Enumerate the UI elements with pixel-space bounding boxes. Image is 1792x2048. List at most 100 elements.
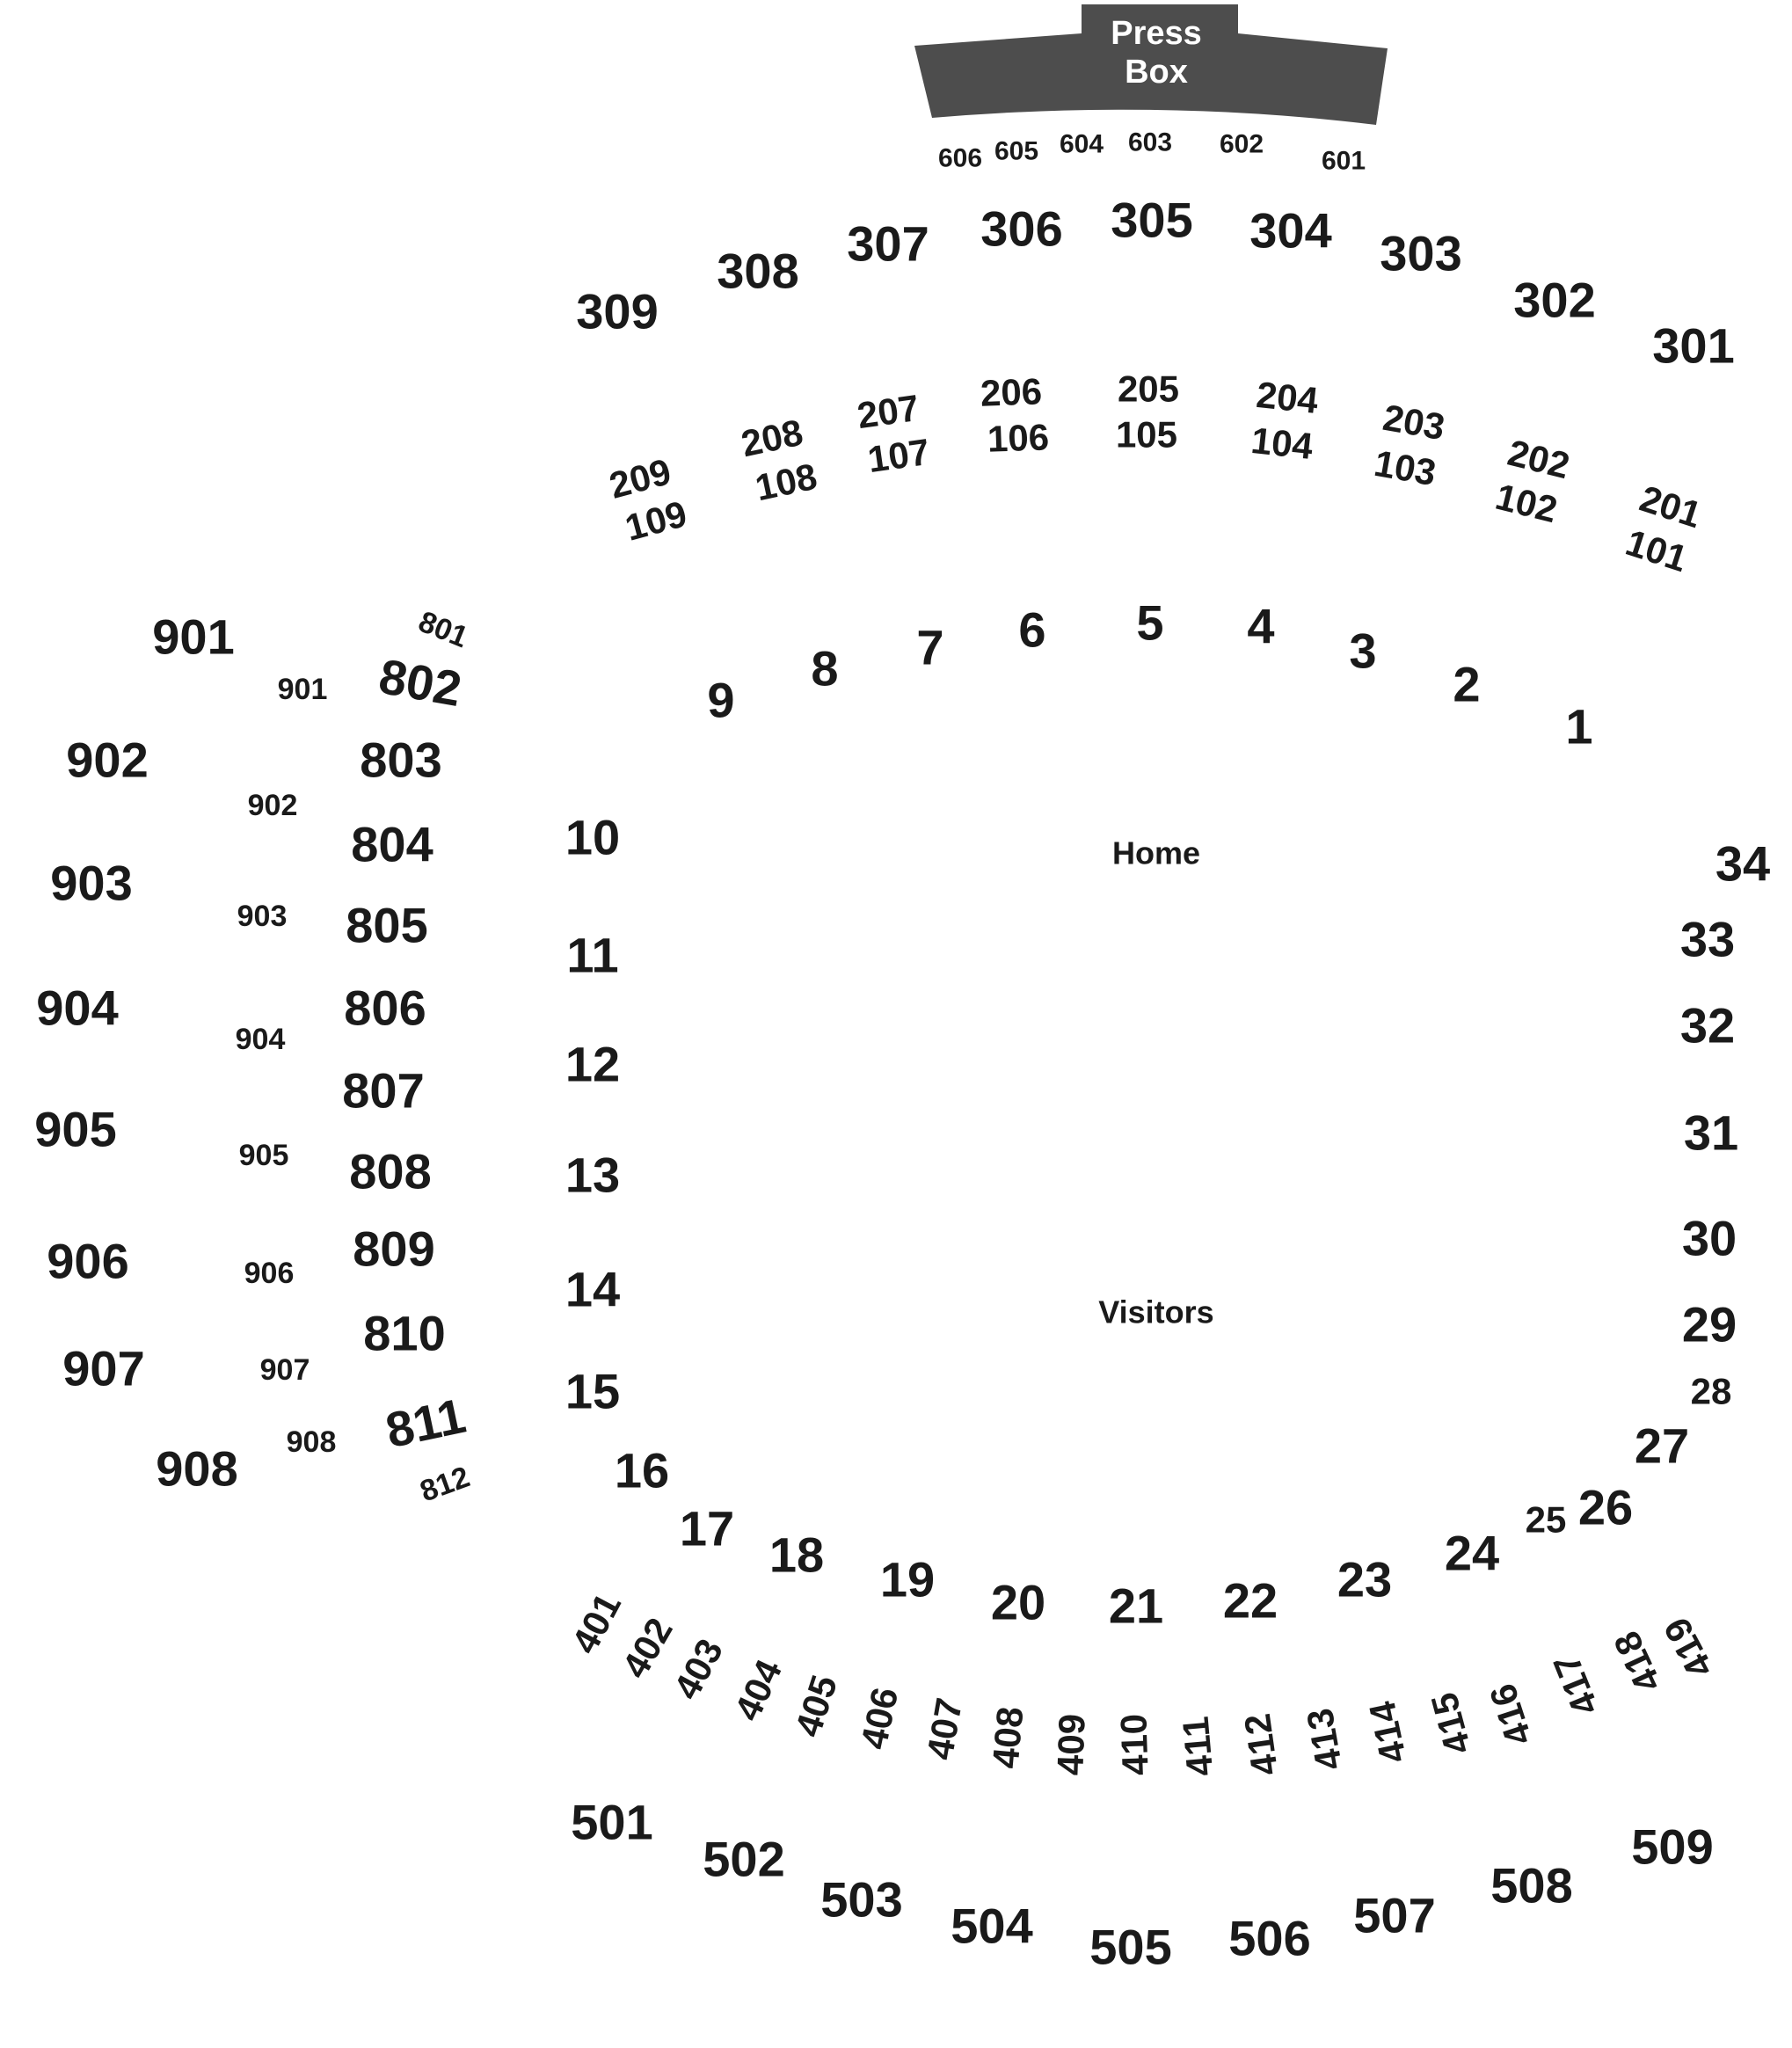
section-label[interactable]: 27 — [1635, 1418, 1689, 1474]
section-label[interactable]: 32 — [1680, 998, 1735, 1053]
section-label[interactable]: 25 — [1526, 1499, 1567, 1541]
section-label[interactable]: 601 — [1322, 147, 1366, 176]
section-label[interactable]: 508 — [1490, 1858, 1572, 1913]
section-label[interactable]: 406 — [853, 1684, 907, 1753]
section-label[interactable]: 904 — [236, 1023, 286, 1056]
section-label[interactable]: 811 — [381, 1388, 470, 1458]
section-label[interactable]: 416 — [1482, 1679, 1540, 1750]
section-label[interactable]: 302 — [1513, 273, 1595, 328]
section-label[interactable]: 904 — [36, 980, 118, 1036]
section-label[interactable]: 5 — [1136, 595, 1163, 651]
section-label[interactable]: 4 — [1247, 599, 1274, 654]
section-label[interactable]: 401 — [564, 1586, 629, 1660]
section-label[interactable]: 308 — [717, 244, 798, 299]
section-label[interactable]: 905 — [239, 1139, 289, 1172]
section-label[interactable]: 19 — [880, 1552, 935, 1607]
section-label[interactable]: 810 — [363, 1306, 445, 1361]
section-label[interactable]: 902 — [66, 732, 148, 788]
section-label[interactable]: 16 — [615, 1443, 669, 1498]
section-label[interactable]: 303 — [1380, 226, 1461, 281]
section-label[interactable]: 3 — [1349, 623, 1376, 679]
section-label[interactable]: 108 — [752, 456, 820, 509]
section-label[interactable]: 905 — [34, 1102, 116, 1157]
section-label[interactable]: 29 — [1682, 1297, 1737, 1352]
section-label[interactable]: 307 — [847, 216, 929, 272]
section-label[interactable]: 901 — [152, 609, 234, 665]
section-label[interactable]: 8 — [811, 641, 838, 696]
section-label[interactable]: 207 — [855, 387, 921, 436]
section-label[interactable]: 907 — [260, 1353, 310, 1387]
section-label[interactable]: 104 — [1249, 419, 1315, 467]
section-label[interactable]: 801 — [414, 605, 473, 654]
section-label[interactable]: 603 — [1128, 128, 1172, 157]
section-label[interactable]: 11 — [566, 928, 618, 983]
section-label[interactable]: 28 — [1691, 1371, 1732, 1412]
section-label[interactable]: 403 — [666, 1632, 731, 1706]
section-label[interactable]: 13 — [565, 1148, 620, 1203]
section-label[interactable]: 502 — [703, 1832, 784, 1887]
section-label[interactable]: 408 — [985, 1705, 1031, 1770]
section-label[interactable]: 606 — [938, 144, 982, 173]
section-label[interactable]: 14 — [565, 1262, 620, 1317]
section-label[interactable]: 506 — [1228, 1911, 1310, 1966]
section-label[interactable]: 906 — [47, 1234, 128, 1289]
section-label[interactable]: 205 — [1118, 368, 1179, 410]
section-label[interactable]: 204 — [1255, 374, 1321, 421]
section-label[interactable]: 304 — [1249, 203, 1331, 259]
section-label[interactable]: 102 — [1491, 476, 1561, 531]
section-label[interactable]: 505 — [1089, 1920, 1171, 1975]
section-label[interactable]: 21 — [1109, 1578, 1163, 1634]
section-label[interactable]: 602 — [1220, 130, 1264, 159]
section-label[interactable]: 415 — [1423, 1688, 1479, 1759]
section-label[interactable]: 309 — [576, 284, 658, 339]
section-label[interactable]: 106 — [987, 416, 1050, 459]
section-label[interactable]: 414 — [1361, 1697, 1415, 1767]
section-label[interactable]: 2 — [1453, 657, 1480, 712]
section-label[interactable]: 903 — [237, 900, 288, 933]
section-label[interactable]: 103 — [1371, 442, 1439, 493]
section-label[interactable]: 22 — [1223, 1573, 1278, 1629]
section-label[interactable]: 9 — [707, 673, 734, 728]
section-label[interactable]: 12 — [565, 1037, 620, 1092]
section-label[interactable]: 24 — [1445, 1526, 1499, 1581]
section-label[interactable]: 803 — [360, 732, 441, 788]
section-label[interactable]: 33 — [1680, 912, 1735, 967]
section-label[interactable]: 306 — [980, 201, 1062, 257]
section-label[interactable]: 808 — [349, 1144, 431, 1199]
section-label[interactable]: 6 — [1018, 602, 1045, 658]
section-label[interactable]: 902 — [248, 789, 298, 822]
section-label[interactable]: 503 — [820, 1872, 902, 1928]
section-label[interactable]: 509 — [1631, 1819, 1713, 1875]
section-label[interactable]: 804 — [351, 817, 433, 872]
section-label[interactable]: 203 — [1380, 397, 1447, 448]
section-label[interactable]: 405 — [787, 1670, 845, 1741]
section-label[interactable]: 908 — [156, 1441, 237, 1497]
section-label[interactable]: 507 — [1353, 1888, 1435, 1943]
section-label[interactable]: 402 — [614, 1611, 681, 1685]
section-label[interactable]: 206 — [980, 370, 1043, 413]
section-label[interactable]: 107 — [865, 431, 932, 480]
section-label[interactable]: 412 — [1236, 1711, 1286, 1778]
section-label[interactable]: 903 — [50, 856, 132, 911]
section-label[interactable]: 604 — [1060, 130, 1104, 159]
section-label[interactable]: 907 — [62, 1341, 144, 1396]
section-label[interactable]: 407 — [919, 1695, 970, 1762]
section-label[interactable]: 504 — [951, 1899, 1032, 1954]
section-label[interactable]: 404 — [726, 1653, 790, 1727]
section-label[interactable]: 305 — [1111, 193, 1192, 248]
section-label[interactable]: 20 — [991, 1575, 1045, 1630]
section-label[interactable]: 30 — [1682, 1211, 1737, 1266]
section-label[interactable]: 15 — [565, 1364, 620, 1419]
section-label[interactable]: 208 — [738, 412, 806, 465]
section-label[interactable]: 806 — [344, 980, 426, 1036]
section-label[interactable]: 413 — [1299, 1705, 1350, 1773]
section-label[interactable]: 31 — [1684, 1105, 1738, 1161]
section-label[interactable]: 605 — [994, 137, 1038, 166]
section-label[interactable]: 26 — [1578, 1480, 1633, 1535]
section-label[interactable]: 18 — [769, 1527, 824, 1583]
section-label[interactable]: 901 — [278, 673, 328, 706]
section-label[interactable]: 807 — [342, 1063, 424, 1119]
section-label[interactable]: 7 — [916, 620, 943, 675]
section-label[interactable]: 802 — [375, 648, 466, 717]
section-label[interactable]: 417 — [1545, 1649, 1606, 1722]
